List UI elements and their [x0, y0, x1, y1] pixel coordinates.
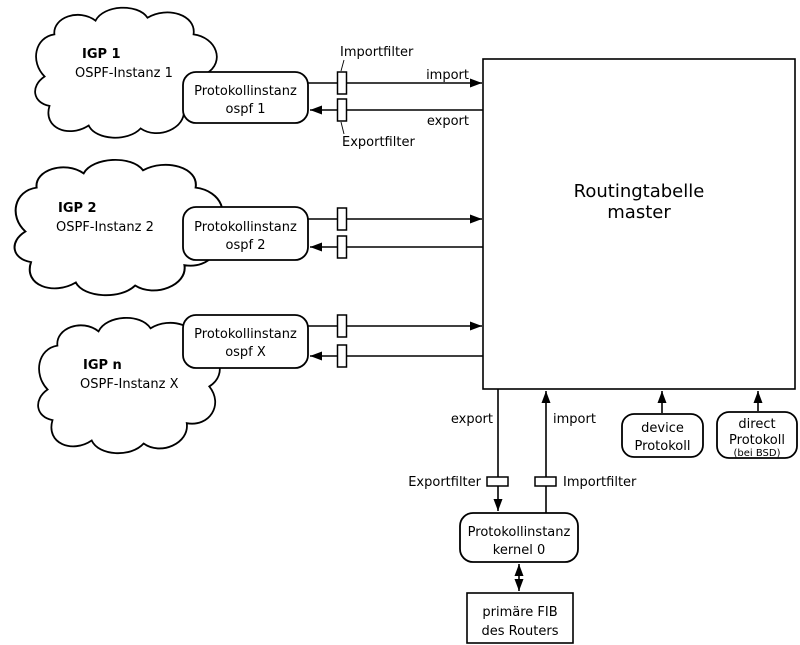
protocol-box-ospf1 [182, 71, 309, 124]
row2-import-filter [336, 207, 348, 231]
cloud2-subtitle: OSPF-Instanz 2 [56, 220, 154, 235]
direct-box-line2: Protokoll [729, 433, 785, 448]
ospfX-line2: ospf X [225, 345, 266, 360]
protocol-box-kernel [459, 512, 579, 563]
exportfilter-pointer-line [340, 121, 345, 135]
cloud3-subtitle: OSPF-Instanz X [80, 377, 179, 392]
fib-box-line2: des Routers [481, 624, 558, 639]
device-box-line2: Protokoll [635, 439, 691, 454]
row3-export-filter [336, 344, 348, 368]
bottom-importfilter-label: Importfilter [563, 475, 637, 490]
cloud1-title: IGP 1 [82, 47, 121, 62]
row1-import-filter [336, 71, 348, 95]
bottom-import-filter [534, 476, 557, 487]
top-exportfilter-label: Exportfilter [342, 135, 415, 150]
ospf2-line2: ospf 2 [226, 238, 266, 253]
ospf2-line1: Protokollinstanz [194, 220, 297, 235]
direct-protocol-box [716, 411, 798, 459]
row2-export-filter [336, 235, 348, 259]
cloud-igp-n [37, 316, 221, 455]
top-import-label: import [426, 68, 469, 83]
ospf1-line1: Protokollinstanz [194, 84, 297, 99]
ospfX-line1: Protokollinstanz [194, 327, 297, 342]
routing-table-title-line2: master [607, 202, 671, 223]
row2-flows [308, 207, 483, 259]
bottom-export-filter [486, 476, 509, 487]
bottom-flows [486, 389, 763, 591]
row1-flows [308, 59, 483, 135]
fib-box-line1: primäre FIB [482, 605, 557, 620]
row3-flows [308, 314, 483, 368]
device-protocol-box [621, 413, 704, 458]
protocol-box-ospf2 [182, 206, 309, 261]
bottom-exportfilter-label: Exportfilter [408, 475, 481, 490]
top-export-label: export [427, 114, 469, 129]
cloud3-title: IGP n [83, 358, 122, 373]
ospf1-line2: ospf 1 [226, 102, 266, 117]
fib-box [466, 592, 574, 644]
bottom-export-label: export [451, 412, 493, 427]
routing-table-title-line1: Routingtabelle [574, 181, 705, 202]
cloud2-title: IGP 2 [58, 201, 97, 216]
kernel-box-line2: kernel 0 [493, 543, 545, 558]
direct-box-line3: (bei BSD) [734, 448, 781, 459]
device-box-line1: device [641, 421, 684, 436]
routing-table-box [482, 58, 796, 390]
kernel-box-line1: Protokollinstanz [468, 525, 571, 540]
direct-box-line1: direct [738, 417, 775, 432]
importfilter-pointer-line [340, 59, 345, 72]
protocol-box-ospfX [182, 314, 309, 369]
row3-import-filter [336, 314, 348, 338]
row1-export-filter [336, 98, 348, 122]
top-importfilter-label: Importfilter [340, 45, 414, 60]
cloud1-subtitle: OSPF-Instanz 1 [75, 66, 173, 81]
bottom-import-label: import [553, 412, 596, 427]
